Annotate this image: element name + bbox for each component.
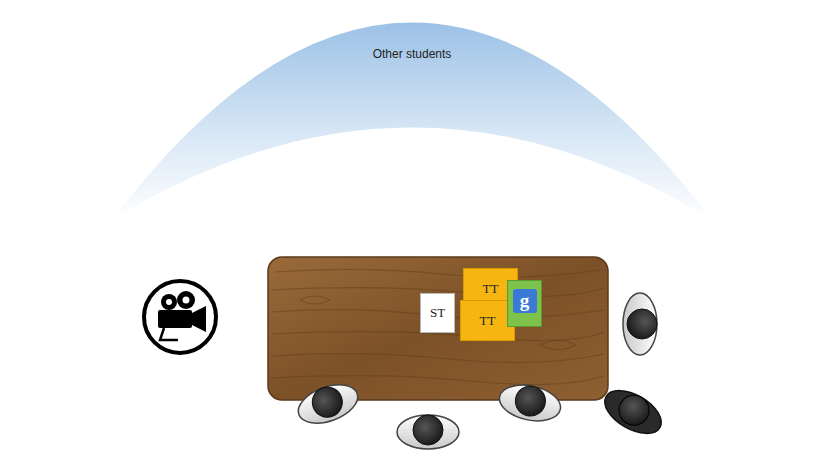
band-label: Other students xyxy=(373,47,452,61)
student-figures xyxy=(293,293,668,449)
band-outline xyxy=(112,15,712,220)
card-label: TT xyxy=(483,281,499,297)
card-label: TT xyxy=(480,313,496,329)
video-camera-icon xyxy=(144,281,216,353)
google-logo-tile: g xyxy=(513,289,537,313)
google-icon: g xyxy=(507,280,542,327)
wooden-table xyxy=(268,257,608,400)
card-label: ST xyxy=(430,305,445,321)
student-card: ST xyxy=(420,293,455,333)
logo-letter: g xyxy=(520,291,530,310)
audience-band: Other students xyxy=(112,15,712,220)
